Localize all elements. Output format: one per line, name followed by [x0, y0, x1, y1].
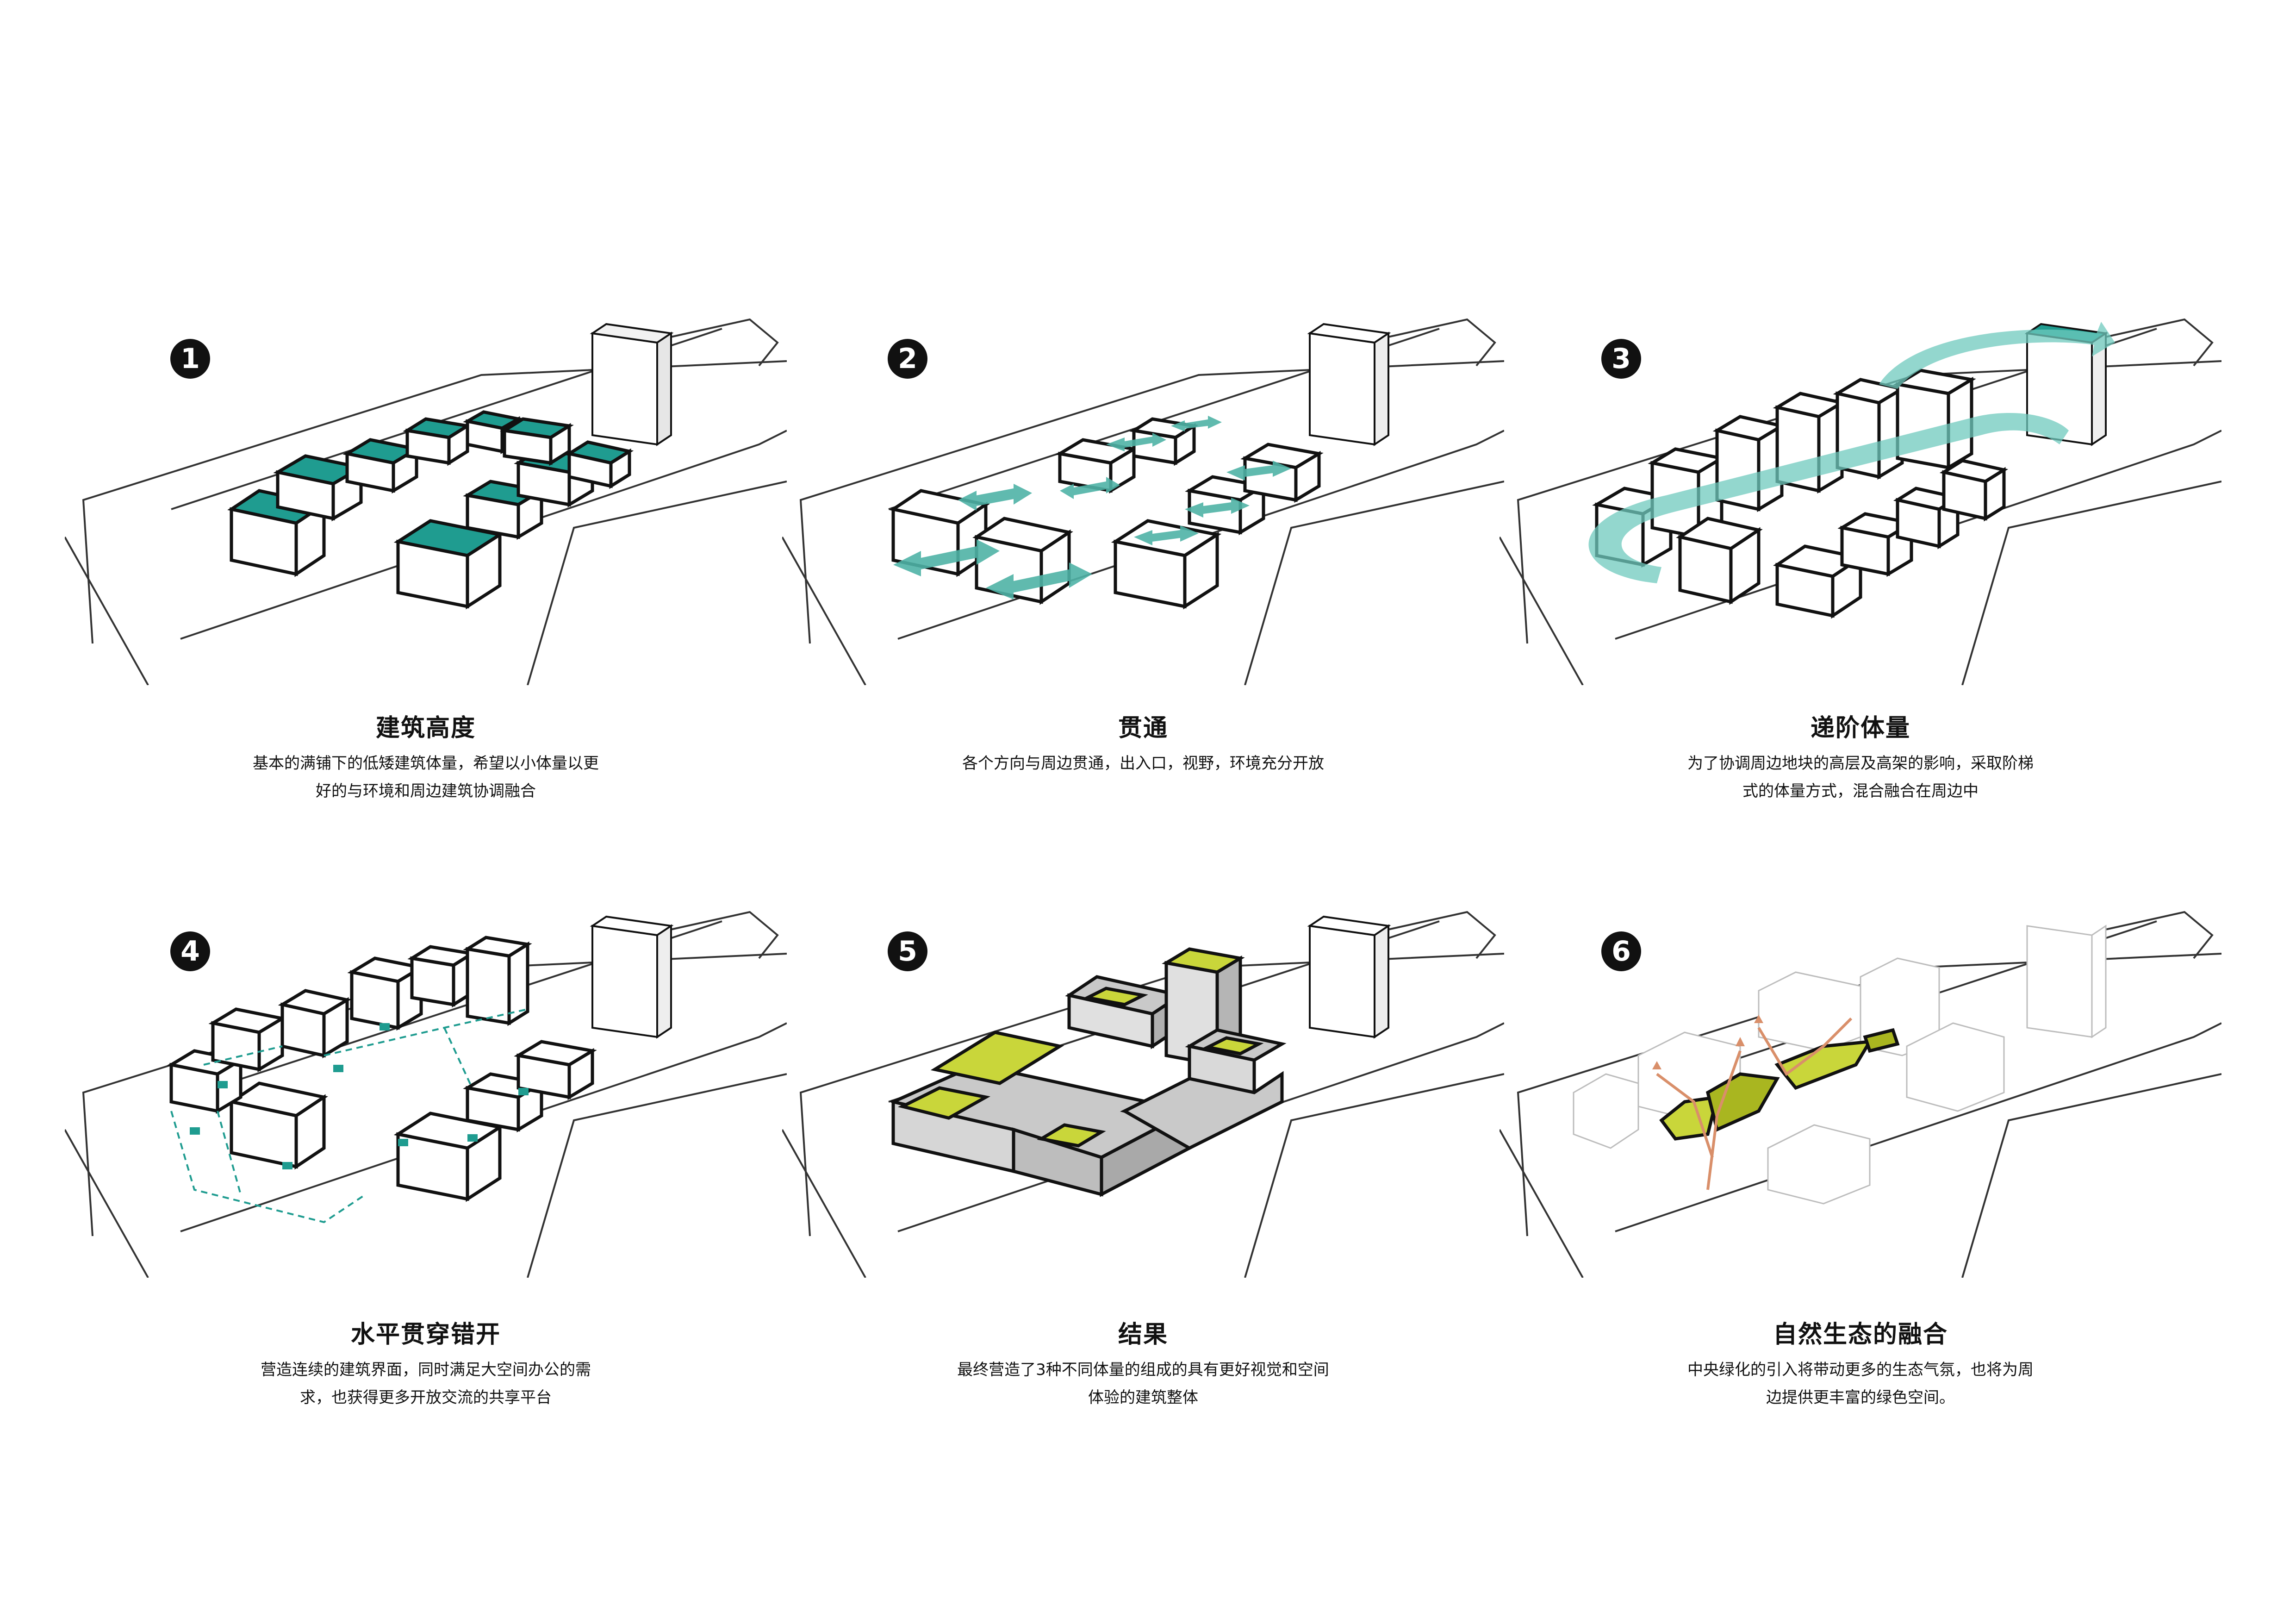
caption-title: 建筑高度 [375, 714, 476, 742]
step-number-badge: 1 [170, 339, 210, 379]
caption-title: 贯通 [1118, 714, 1168, 742]
panel-1: 1 建筑高度 基本的满铺下的低矮建筑体量，希望以小体量以更 好的与环境和周边建筑… [65, 278, 787, 880]
panel-3: 3 递阶体量 为了协调周边地块的高层及高架的影响，采取阶梯 式的体量方式，混合融… [1500, 278, 2221, 880]
step-number-badge: 3 [1601, 339, 1641, 379]
flow-ribbon [1588, 412, 2069, 583]
caption-line: 基本的满铺下的低矮建筑体量，希望以小体量以更 [253, 754, 599, 773]
teal-markers [190, 1023, 529, 1169]
caption: 递阶体量 为了协调周边地块的高层及高架的影响，采取阶梯 式的体量方式，混合融合在… [1500, 708, 2221, 805]
caption-body: 中央绿化的引入将带动更多的生态气氛，也将为周 边提供更丰富的绿色空间。 [1500, 1356, 2221, 1412]
site-context [65, 318, 787, 685]
caption-body: 各个方向与周边贯通，出入口，视野，环境充分开放 [782, 750, 1504, 777]
tower [1307, 323, 1391, 446]
caption-body: 为了协调周边地块的高层及高架的影响，采取阶梯 式的体量方式，混合融合在周边中 [1500, 750, 2221, 805]
caption-line: 营造连续的建筑界面，同时满足大空间办公的需 [261, 1361, 591, 1379]
tower [1307, 915, 1391, 1039]
caption-title: 结果 [1118, 1321, 1168, 1349]
block-group [227, 410, 634, 610]
dashed-circulation [170, 1008, 528, 1224]
caption: 水平贯穿错开 营造连续的建筑界面，同时满足大空间办公的需 求，也获得更多开放交流… [65, 1315, 787, 1412]
site-context [782, 318, 1504, 685]
caption-line: 各个方向与周边贯通，出入口，视野，环境充分开放 [962, 754, 1324, 773]
step-number-badge: 4 [170, 931, 210, 971]
caption-body: 最终营造了3种不同体量的组成的具有更好视觉和空间 体验的建筑整体 [782, 1356, 1504, 1412]
block-group [889, 417, 1324, 610]
caption: 建筑高度 基本的满铺下的低矮建筑体量，希望以小体量以更 好的与环境和周边建筑协调… [65, 708, 787, 805]
caption-body: 基本的满铺下的低矮建筑体量，希望以小体量以更 好的与环境和周边建筑协调融合 [65, 750, 787, 805]
caption: 贯通 各个方向与周边贯通，出入口，视野，环境充分开放 [782, 708, 1504, 777]
caption-line: 最终营造了3种不同体量的组成的具有更好视觉和空间 [957, 1361, 1329, 1379]
diagram-2 [782, 318, 1504, 685]
diagram-1 [65, 318, 787, 685]
caption-line: 中央绿化的引入将带动更多的生态气氛，也将为周 [1687, 1361, 2034, 1379]
step-number-badge: 6 [1601, 931, 1641, 971]
diagram-4 [65, 911, 787, 1278]
caption-title: 水平贯穿错开 [350, 1321, 501, 1349]
caption-line: 式的体量方式，混合融合在周边中 [1742, 782, 1979, 800]
panel-4: 4 水平贯穿错开 营造连续的建筑界面，同时满足大空间办公的需 求，也获得更多开放… [65, 870, 787, 1472]
caption-line: 体验的建筑整体 [1088, 1388, 1198, 1407]
diagram-5 [782, 911, 1504, 1278]
connection-arrows [893, 416, 1291, 600]
result-mass [890, 947, 1287, 1197]
panel-6: 6 自然生态的融合 中央绿化的引入将带动更多的生态气氛，也将为周 边提供更丰富的… [1500, 870, 2221, 1472]
tower [590, 323, 674, 446]
caption: 结果 最终营造了3种不同体量的组成的具有更好视觉和空间 体验的建筑整体 [782, 1315, 1504, 1412]
diagram-3 [1500, 318, 2221, 685]
step-number-badge: 5 [888, 931, 927, 971]
flow-ribbon [1879, 322, 2115, 389]
path-arrowheads [1652, 1015, 1763, 1069]
caption-line: 求，也获得更多开放交流的共享平台 [300, 1388, 552, 1407]
caption-line: 好的与环境和周边建筑协调融合 [316, 782, 536, 800]
diagram-6 [1500, 911, 2221, 1278]
tower [590, 915, 674, 1039]
caption-line: 边提供更丰富的绿色空间。 [1766, 1388, 1955, 1407]
caption-title: 自然生态的融合 [1773, 1321, 1948, 1349]
site-context [1500, 911, 2221, 1278]
caption-title: 递阶体量 [1810, 714, 1910, 742]
panel-2: 2 贯通 各个方向与周边贯通，出入口，视野，环境充分开放 [782, 278, 1504, 880]
panel-5: 5 结果 最终营造了3种不同体量的组成的具有更好视觉和空间 体验的建筑整体 [782, 870, 1504, 1472]
caption: 自然生态的融合 中央绿化的引入将带动更多的生态气氛，也将为周 边提供更丰富的绿色… [1500, 1315, 2221, 1412]
step-number-badge: 2 [888, 339, 927, 379]
site-context [782, 911, 1504, 1278]
caption-line: 为了协调周边地块的高层及高架的影响，采取阶梯 [1687, 754, 2034, 773]
block-group [167, 936, 597, 1202]
paths [1656, 1017, 1853, 1190]
caption-body: 营造连续的建筑界面，同时满足大空间办公的需 求，也获得更多开放交流的共享平台 [65, 1356, 787, 1412]
